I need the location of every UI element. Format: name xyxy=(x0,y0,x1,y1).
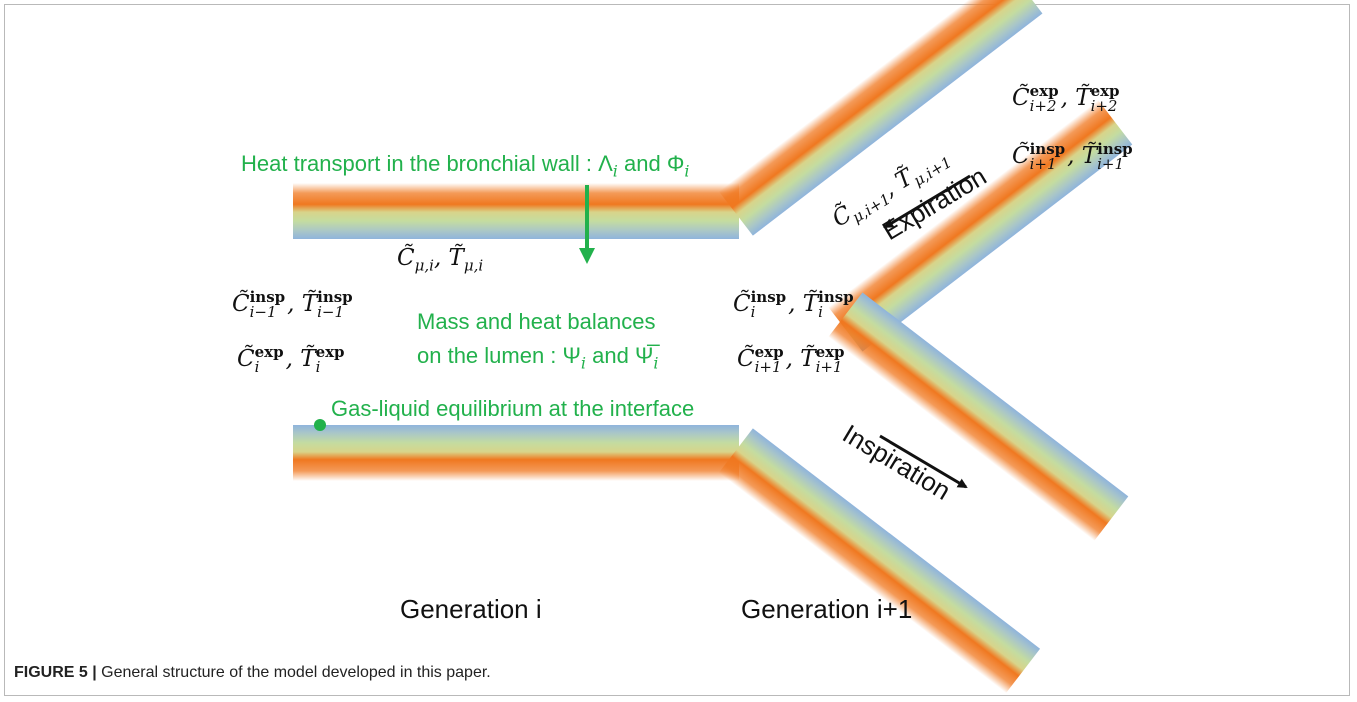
gas-liquid-label: Gas-liquid equilibrium at the interface xyxy=(331,396,695,421)
carina-wall-upper xyxy=(828,100,1133,352)
heat-transport-label: Heat transport in the bronchial wall : Λ… xyxy=(241,151,690,181)
upper-wall-daughter-top xyxy=(718,0,1043,236)
carina-wall-lower xyxy=(828,292,1129,541)
upper-wall-gen-i xyxy=(293,183,739,239)
inspiration-arrow xyxy=(879,434,968,489)
figure-caption: FIGURE 5 | General structure of the mode… xyxy=(14,664,491,682)
caption-label: FIGURE 5 | xyxy=(14,664,97,681)
expiration-arrow xyxy=(883,174,971,229)
lower-wall-gen-i xyxy=(293,425,739,481)
mass-heat-label-line2: on the lumen : Ψi and Ψ̅i xyxy=(417,343,659,373)
interface-dot xyxy=(314,419,326,431)
generation-i-label: Generation i xyxy=(400,594,542,624)
generation-i1-label: Generation i+1 xyxy=(741,594,913,624)
mass-heat-label-line1: Mass and heat balances xyxy=(417,309,656,334)
figure-frame xyxy=(4,4,1350,696)
c-mu-i-label: C̃μ,i, T̃μ,i xyxy=(397,245,484,275)
caption-text: General structure of the model developed… xyxy=(96,664,491,681)
lower-wall-daughter-bottom xyxy=(718,428,1041,694)
